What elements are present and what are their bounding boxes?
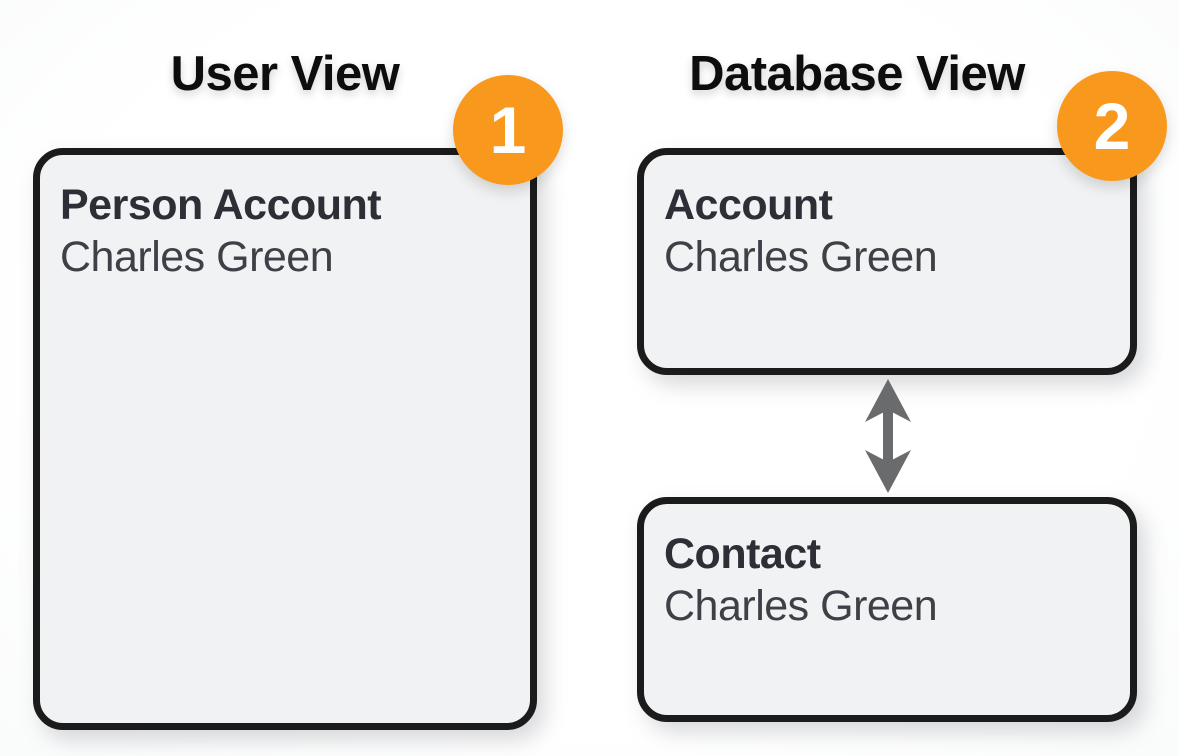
person-account-card: Person Account Charles Green xyxy=(33,148,537,730)
contact-card: Contact Charles Green xyxy=(637,497,1137,722)
contact-card-title: Contact xyxy=(664,530,821,578)
step-2-badge: 2 xyxy=(1057,71,1167,181)
account-card: Account Charles Green xyxy=(637,148,1137,375)
contact-card-name: Charles Green xyxy=(664,582,938,630)
user-view-title: User View xyxy=(170,47,400,101)
person-account-card-name: Charles Green xyxy=(60,233,334,281)
double-arrow-icon xyxy=(865,379,911,493)
account-card-name: Charles Green xyxy=(664,233,938,281)
person-account-card-title: Person Account xyxy=(60,181,382,229)
database-view-title: Database View xyxy=(689,47,1025,101)
step-1-badge: 1 xyxy=(453,75,563,185)
account-card-title: Account xyxy=(664,181,833,229)
